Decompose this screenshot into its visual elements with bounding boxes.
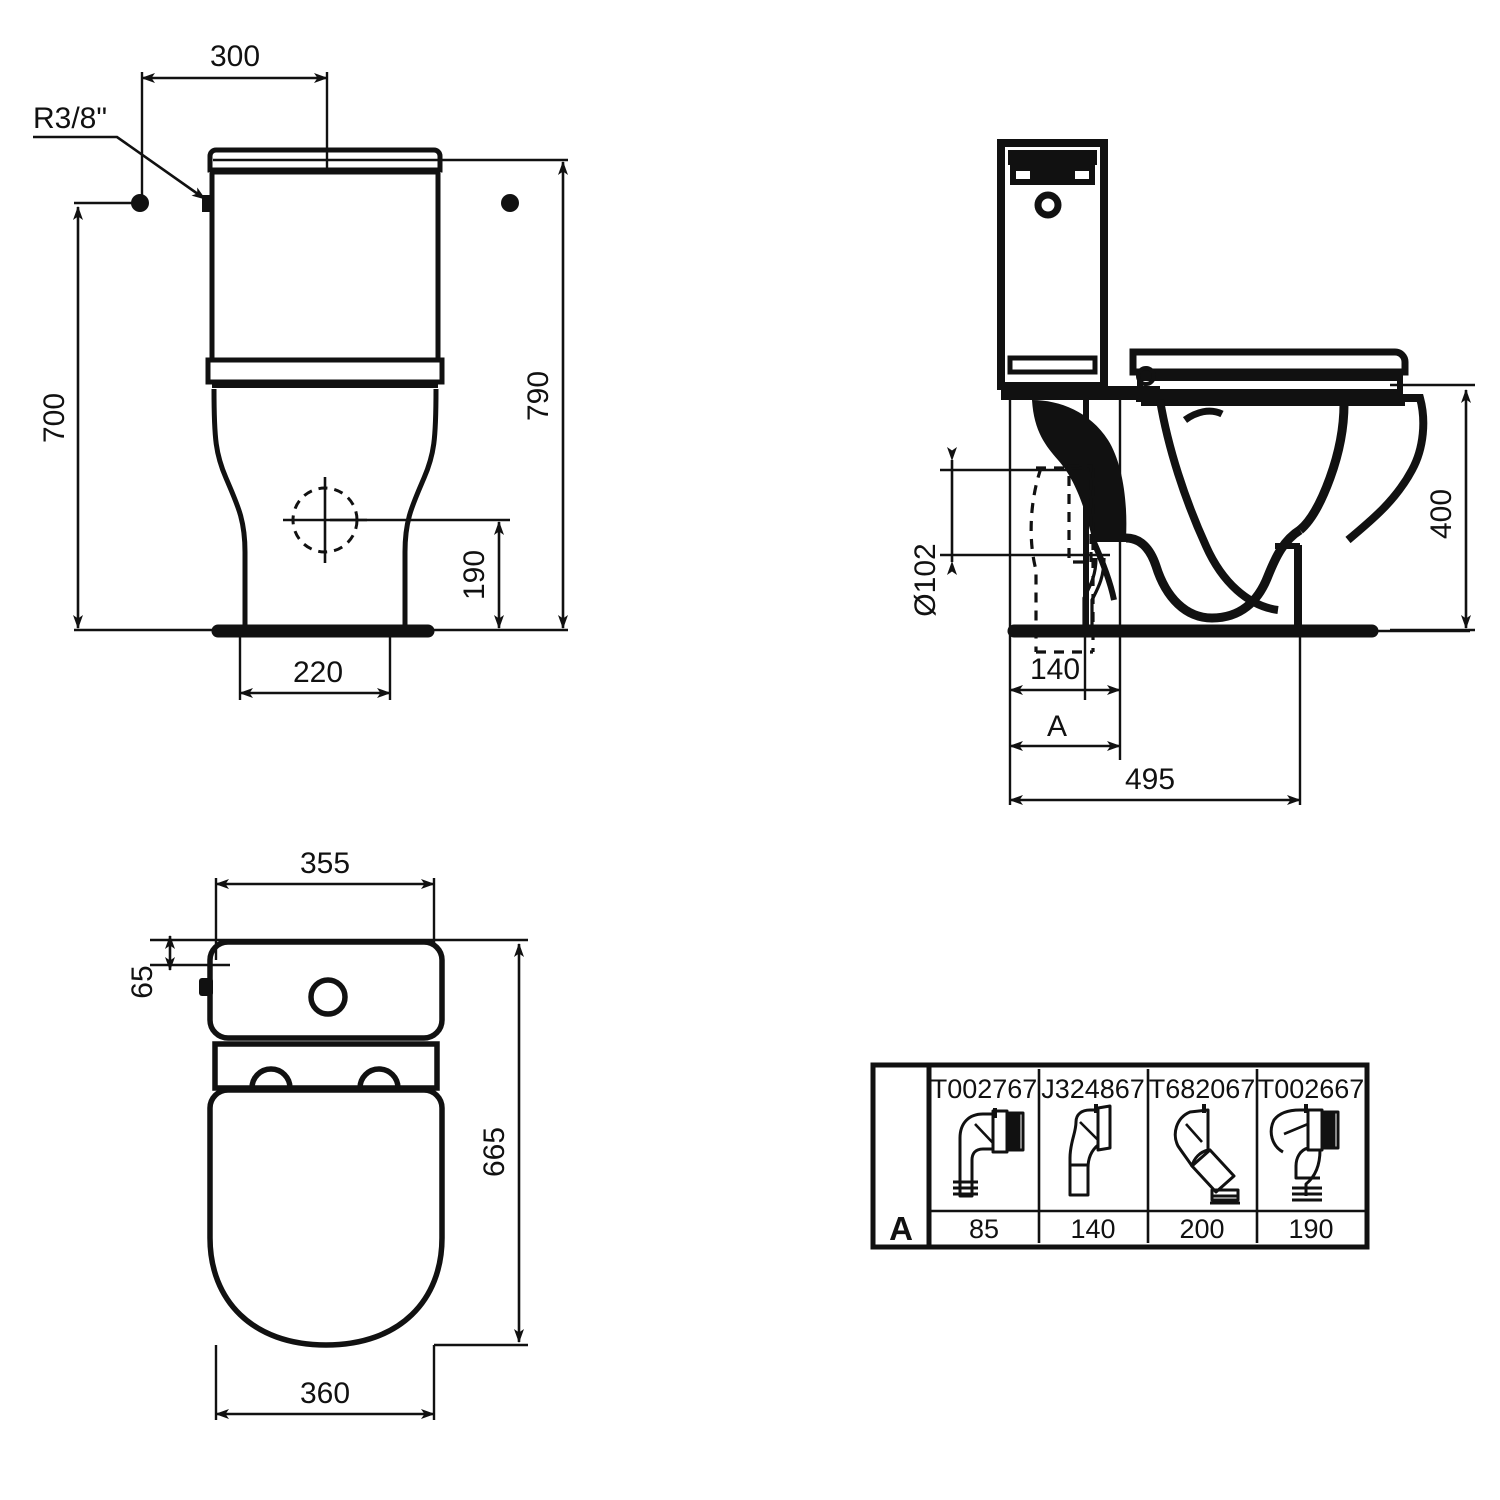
seat-lid-side: [1129, 348, 1409, 376]
dimension-665: 665: [478, 943, 524, 1343]
dimension-diameter-102-label: Ø102: [909, 543, 942, 616]
seat-lid-plan: [207, 1087, 445, 1348]
dimension-495-label: 495: [1125, 763, 1175, 796]
dimension-355-label: 355: [300, 847, 350, 880]
seat-hinge-icon: [1136, 366, 1156, 386]
water-inlet-icon: [202, 195, 214, 212]
front-elevation-view: 300 R3/8" 700 790 190 220: [33, 40, 568, 700]
connector-90-bellows-offset-icon: [1269, 1104, 1340, 1202]
connector-angled-bellows-icon: [1173, 1104, 1240, 1205]
table-code-1: J324867: [1041, 1074, 1145, 1104]
table-code-0: T002767: [931, 1074, 1038, 1104]
dimension-300-label: 300: [210, 40, 260, 73]
annotation-r38: R3/8": [33, 102, 206, 201]
flush-button-plan-icon: [308, 977, 348, 1017]
pan-rear-rim-plan: [212, 1041, 440, 1091]
dimension-190-label: 190: [458, 550, 491, 600]
annotation-r38-label: R3/8": [33, 102, 107, 135]
cistern-side: [997, 139, 1160, 400]
table-a-value-2: 200: [1179, 1214, 1224, 1244]
dimension-400-label: 400: [1425, 489, 1458, 539]
dimension-190: 190: [458, 521, 504, 629]
table-row-label-a: A: [889, 1210, 913, 1247]
dimension-400: 400: [1425, 389, 1471, 629]
connector-90-bellows-vertical-icon: [953, 1108, 1025, 1198]
seat-hinge-left-icon: [249, 1066, 293, 1089]
dimension-495: 495: [1009, 763, 1301, 805]
connector-offset-plain-icon: [1068, 1104, 1112, 1197]
outlet-fitting-side: [1082, 557, 1106, 632]
seat-hinge-right-icon: [357, 1066, 401, 1089]
side-section-view: 400 Ø102 140 A 495: [909, 139, 1475, 805]
dimension-665-label: 665: [478, 1127, 511, 1177]
dimension-790-label: 790: [522, 371, 555, 421]
cistern-top-plan: [207, 939, 445, 1041]
cistern-lid-front: [207, 147, 443, 173]
dimension-65-label: 65: [126, 965, 159, 998]
table-a-value-3: 190: [1288, 1214, 1333, 1244]
flush-button-side-icon: [1034, 191, 1062, 219]
table-code-3: T002667: [1258, 1074, 1365, 1104]
dimension-140-label: 140: [1030, 653, 1080, 686]
fixing-point-right-icon: [501, 194, 519, 212]
dimension-700-label: 700: [38, 393, 71, 443]
table-code-2: T682067: [1149, 1074, 1256, 1104]
table-a-value-1: 140: [1070, 1214, 1115, 1244]
fixing-point-left-icon: [131, 194, 149, 212]
dimension-790: 790: [522, 161, 568, 629]
dimension-700: 700: [38, 206, 83, 629]
dimension-300: 300: [141, 40, 328, 83]
connector-selection-table: A T002767 85 J324867 140: [870, 1062, 1370, 1250]
pan-body-left-edge: [211, 388, 248, 630]
dimension-360: 360: [215, 1377, 435, 1419]
dimension-a: A: [1009, 710, 1121, 751]
dimension-140: 140: [1009, 653, 1121, 695]
dimension-220: 220: [239, 656, 391, 698]
outlet-centre-symbol: [283, 477, 367, 563]
table-a-value-0: 85: [969, 1214, 999, 1244]
dimension-diameter-102: Ø102: [909, 447, 957, 617]
dimension-360-label: 360: [300, 1377, 350, 1410]
seat-ring-side: [1137, 375, 1403, 395]
pan-body-right-edge: [402, 388, 439, 630]
plan-view: 355 65 665 360: [126, 847, 528, 1420]
water-inlet-plan-icon: [199, 978, 213, 996]
dimension-355: 355: [215, 847, 435, 889]
dimension-a-label: A: [1047, 710, 1067, 743]
cistern-base-band: [205, 357, 445, 385]
dimension-220-label: 220: [293, 656, 343, 689]
dimension-65: 65: [126, 935, 175, 999]
